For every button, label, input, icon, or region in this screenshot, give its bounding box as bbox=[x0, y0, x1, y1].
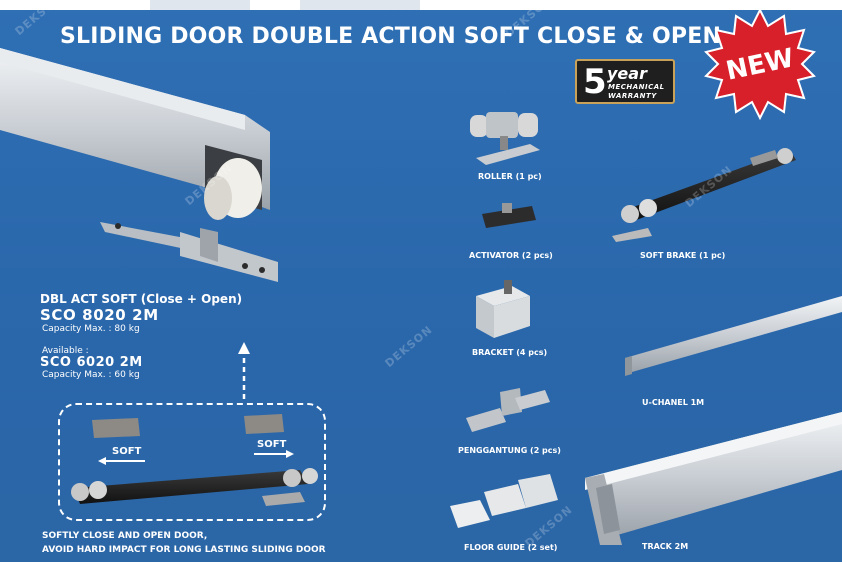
bracket-illustration bbox=[476, 280, 530, 338]
part-label-track: TRACK 2M bbox=[642, 542, 689, 551]
top-strip bbox=[0, 0, 842, 10]
warranty-line2: MECHANICAL bbox=[608, 83, 665, 91]
available-code: SCO 6020 2M bbox=[40, 355, 143, 370]
footer-line1: SOFTLY CLOSE AND OPEN DOOR, bbox=[42, 531, 208, 541]
new-badge: NEW bbox=[702, 6, 818, 122]
product-name: DBL ACT SOFT (Close + Open) bbox=[40, 292, 243, 306]
footer-line2: AVOID HARD IMPACT FOR LONG LASTING SLIDI… bbox=[42, 545, 326, 555]
available-label: Available : bbox=[42, 346, 89, 356]
mechanism-callout-box bbox=[58, 403, 326, 521]
pointer-arrow bbox=[238, 342, 250, 402]
track-2m-illustration bbox=[585, 412, 842, 545]
part-label-bracket: BRACKET (4 pcs) bbox=[472, 348, 548, 357]
soft-label-right: SOFT bbox=[257, 439, 287, 450]
part-label-u-channel: U-CHANEL 1M bbox=[642, 398, 705, 407]
part-label-activator: ACTIVATOR (2 pcs) bbox=[469, 251, 553, 260]
u-channel-illustration bbox=[625, 296, 842, 376]
roller-illustration bbox=[470, 112, 540, 165]
warranty-line3: WARRANTY bbox=[608, 92, 657, 100]
warranty-badge: 5 year MECHANICAL WARRANTY bbox=[575, 59, 675, 104]
floor-guide-illustration bbox=[450, 474, 558, 528]
warranty-word: year bbox=[607, 64, 647, 83]
part-label-penggantung: PENGGANTUNG (2 pcs) bbox=[458, 446, 561, 455]
top-strip-tab bbox=[300, 0, 420, 10]
product-code: SCO 8020 2M bbox=[40, 306, 159, 324]
part-label-soft-brake: SOFT BRAKE (1 pc) bbox=[640, 251, 726, 260]
warranty-number: 5 bbox=[583, 62, 607, 102]
soft-label-left: SOFT bbox=[112, 446, 142, 457]
part-label-roller: ROLLER (1 pc) bbox=[478, 172, 542, 181]
part-label-floor-guide: FLOOR GUIDE (2 set) bbox=[464, 543, 558, 552]
top-strip-tab bbox=[150, 0, 250, 10]
penggantung-illustration bbox=[466, 388, 550, 432]
activator-illustration bbox=[482, 203, 536, 228]
product-capacity: Capacity Max. : 80 kg bbox=[42, 324, 140, 334]
main-track-illustration bbox=[0, 48, 278, 282]
page-title: SLIDING DOOR DOUBLE ACTION SOFT CLOSE & … bbox=[60, 24, 722, 49]
available-capacity: Capacity Max. : 60 kg bbox=[42, 370, 140, 380]
soft-brake-illustration bbox=[612, 148, 796, 242]
mechanism-illustration bbox=[71, 414, 318, 506]
starburst-icon bbox=[704, 7, 816, 121]
